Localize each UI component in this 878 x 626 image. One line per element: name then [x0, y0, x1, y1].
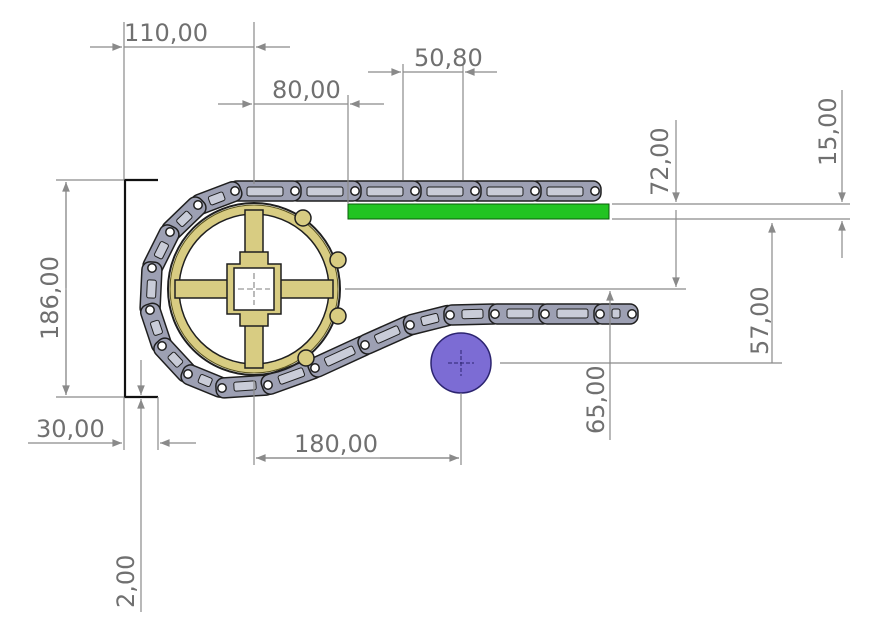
- chain-pin: [193, 200, 203, 210]
- chain-pin: [627, 309, 637, 319]
- guide-bracket: [123, 178, 158, 399]
- chain-pin: [183, 369, 193, 379]
- chain-pin: [530, 186, 540, 196]
- chain-pin: [410, 186, 420, 196]
- dim-57: 57,00: [746, 286, 774, 355]
- chain-pin: [263, 380, 273, 390]
- chain-pin: [350, 186, 360, 196]
- chain-link: [357, 315, 418, 355]
- drag-chain: [139, 180, 639, 399]
- chain-link: [593, 303, 639, 325]
- chain-pin: [405, 320, 415, 330]
- chain-link: [288, 180, 362, 202]
- dimension-lines: [28, 22, 850, 612]
- dim-30: 30,00: [36, 415, 105, 443]
- sprocket-wheel: [167, 202, 347, 376]
- dim-80: 80,00: [272, 76, 341, 104]
- dim-65: 65,00: [582, 365, 610, 434]
- chain-pin: [540, 309, 550, 319]
- chain-link: [139, 261, 163, 317]
- dim-180: 180,00: [294, 430, 378, 458]
- chain-pin: [230, 186, 240, 196]
- guide-bar: [347, 203, 610, 220]
- chain-pin: [217, 383, 227, 393]
- dim-72: 72,00: [646, 127, 674, 196]
- chain-link: [307, 335, 373, 378]
- chain-pin: [290, 186, 300, 196]
- dim-2: 2,00: [112, 555, 140, 608]
- chain-link: [528, 180, 602, 202]
- dim-15: 15,00: [814, 97, 842, 166]
- chain-pin: [595, 309, 605, 319]
- chain-pin: [490, 309, 500, 319]
- chain-pin: [147, 263, 157, 273]
- chain-pin: [157, 341, 167, 351]
- chain-link: [348, 180, 422, 202]
- dim-110: 110,00: [124, 19, 208, 47]
- chain-link: [443, 303, 502, 326]
- chain-pin: [470, 186, 480, 196]
- roller: [430, 332, 492, 394]
- chain-pin: [310, 363, 320, 373]
- dim-50-80: 50,80: [414, 44, 483, 72]
- chain-link: [538, 303, 607, 325]
- chain-pin: [145, 305, 155, 315]
- chain-link: [408, 180, 482, 202]
- dim-186: 186,00: [36, 256, 64, 340]
- chain-pin: [445, 310, 455, 320]
- chain-pin: [590, 186, 600, 196]
- chain-pin: [360, 340, 370, 350]
- chain-link: [215, 374, 275, 399]
- chain-link: [228, 180, 302, 202]
- chain-pin: [165, 227, 175, 237]
